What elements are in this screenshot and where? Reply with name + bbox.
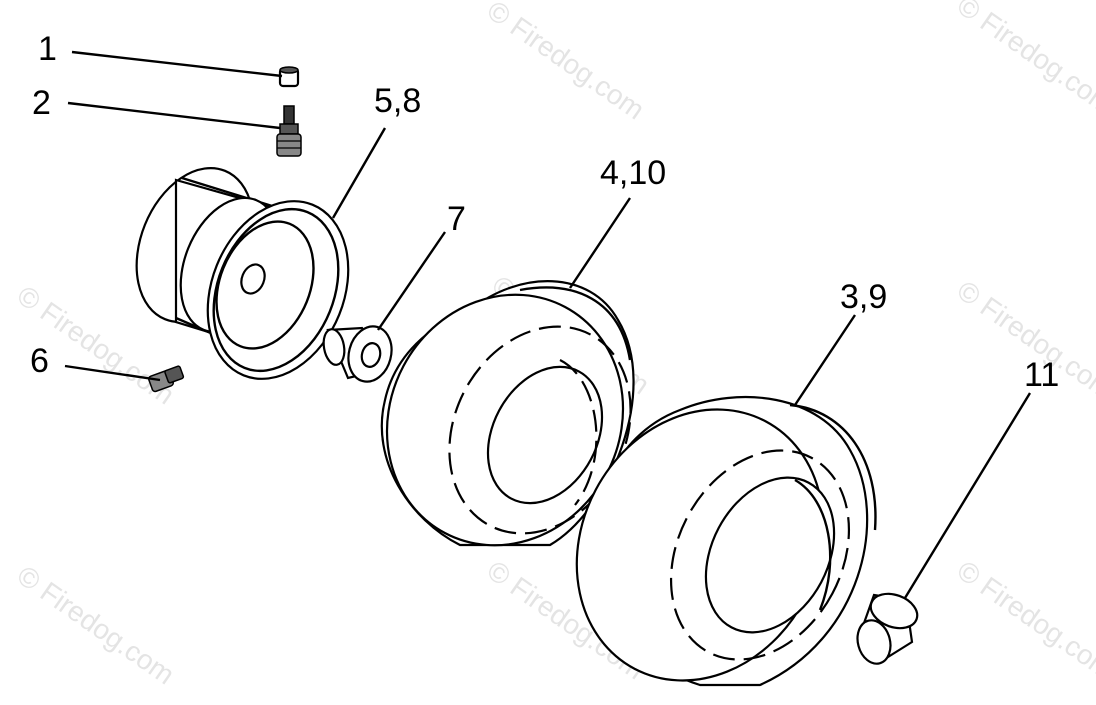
callout-6: 6 — [30, 342, 49, 380]
leader-11 — [903, 392, 1032, 599]
cap-part — [856, 592, 919, 665]
leader-58 — [331, 127, 387, 219]
leader-6 — [64, 364, 161, 382]
callout-1: 1 — [38, 30, 57, 68]
callout-3-9: 3,9 — [840, 278, 887, 316]
leader-lines — [64, 50, 1032, 599]
front-tire-part — [380, 280, 635, 547]
leader-39 — [794, 314, 856, 406]
valve-cap-part — [278, 66, 300, 88]
leader-2 — [67, 101, 281, 130]
watermark-6: © Firedog.com — [12, 560, 181, 691]
callout-11: 11 — [1024, 356, 1059, 394]
callout-4-10: 4,10 — [600, 154, 666, 192]
callout-5-8: 5,8 — [374, 82, 421, 120]
leader-410 — [569, 197, 631, 289]
bolt-part — [148, 365, 185, 393]
rear-tire-part — [575, 395, 877, 687]
callout-2: 2 — [32, 84, 51, 122]
leader-7 — [377, 231, 446, 331]
watermark-2: © Firedog.com — [952, 0, 1096, 120]
bushing-part — [322, 325, 393, 383]
watermark-8: © Firedog.com — [952, 555, 1096, 686]
watermark-1: © Firedog.com — [482, 0, 651, 125]
valve-stem-part — [276, 105, 302, 157]
callouts: 1 2 5,8 7 4,10 3,9 11 6 — [30, 30, 1059, 394]
wheel-rim-part — [135, 167, 350, 380]
leader-1 — [71, 50, 283, 78]
callout-7: 7 — [447, 200, 466, 238]
